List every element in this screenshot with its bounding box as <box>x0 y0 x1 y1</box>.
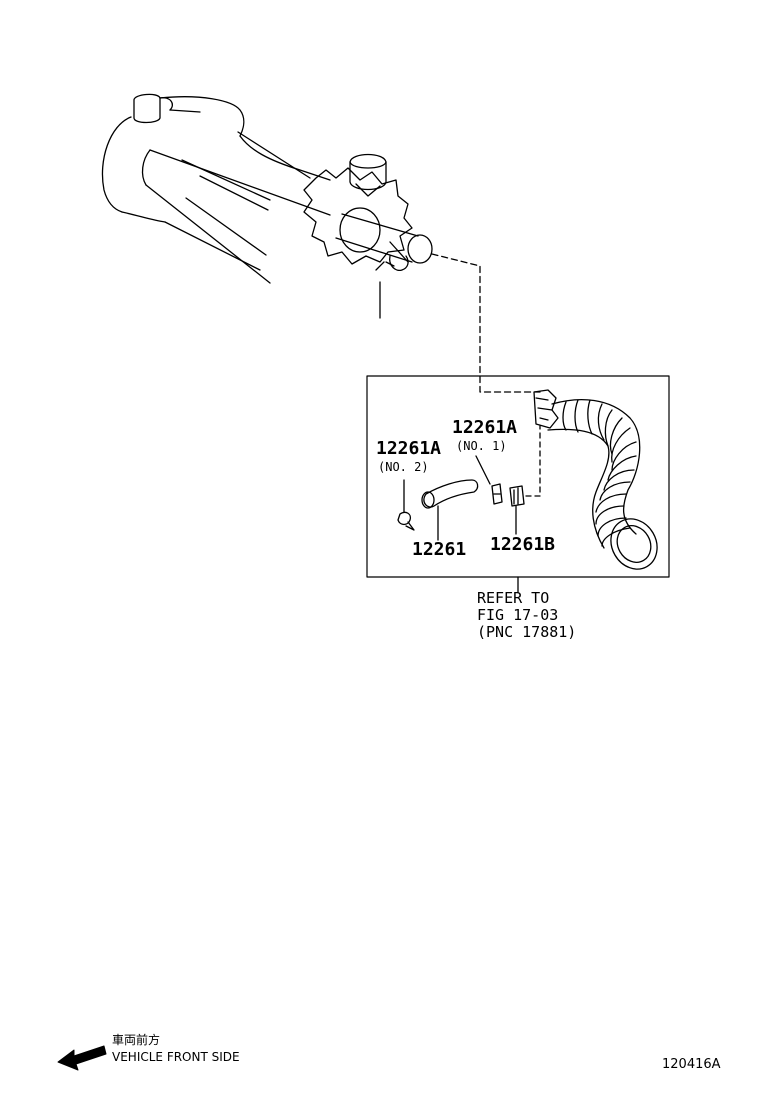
reference-line-1: REFER TO <box>477 589 550 607</box>
clamp-dashed-line <box>525 425 541 497</box>
illustration-code: 120416A <box>662 1057 721 1072</box>
clip-12261A-no2 <box>397 479 415 531</box>
orientation-label-english: VEHICLE FRONT SIDE <box>112 1050 240 1064</box>
air-hose-illustration <box>533 389 658 570</box>
orientation-label-japanese: 車両前方 <box>112 1033 161 1047</box>
part-number-12261a-no1: 12261A <box>452 417 518 438</box>
part-number-12261a-no2: 12261A <box>376 438 442 459</box>
clamp-12261A-no1 <box>475 455 503 505</box>
engine-illustration <box>101 93 331 284</box>
vehicle-front-arrow <box>57 1045 107 1071</box>
reference-line-2: FIG 17-03 <box>477 606 559 624</box>
clamp-12261B <box>509 485 525 535</box>
part-number-12261b: 12261B <box>490 534 556 555</box>
part-note-no2: (NO. 2) <box>378 460 429 474</box>
pump-housing-illustration <box>303 153 433 319</box>
reference-line-3: (PNC 17881) <box>477 623 577 641</box>
connection-dashed-line <box>431 253 541 393</box>
part-note-no1: (NO. 1) <box>456 439 507 453</box>
part-number-12261: 12261 <box>412 539 467 560</box>
small-hose-12261 <box>421 479 479 541</box>
